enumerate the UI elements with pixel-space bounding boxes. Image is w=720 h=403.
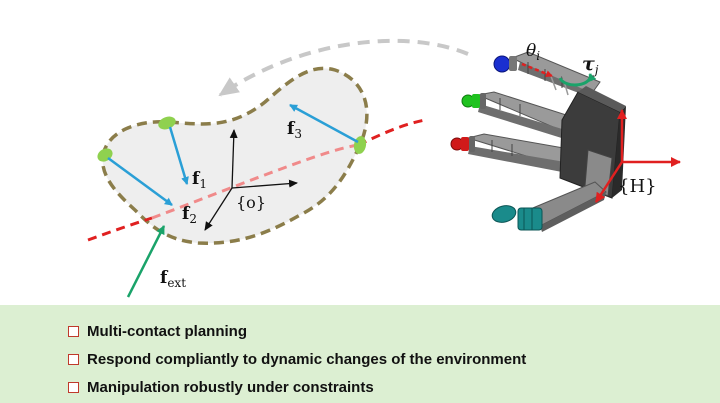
objective-item: Multi-contact planning (68, 317, 526, 345)
hand-frame-axis-z (594, 161, 624, 203)
label-object-frame: {o} (236, 193, 266, 212)
finger-middle (461, 91, 583, 140)
label-f1: f1 (192, 169, 207, 191)
object-shape (100, 66, 369, 245)
contact-patch-2 (158, 116, 176, 130)
force-arrow-fext (126, 225, 166, 298)
robot-hand (450, 51, 626, 232)
objective-item: Manipulation robustly under constraints (68, 373, 526, 401)
object-frame-axis-z (204, 187, 233, 231)
palm (559, 86, 626, 199)
label-hand-frame: {H} (618, 176, 657, 197)
checkbox-icon (68, 325, 79, 337)
object-frame-axis-x (231, 179, 298, 189)
objectives-panel: Multi-contact planning Respond compliant… (0, 305, 720, 403)
fingertip-thumb (491, 205, 517, 223)
trajectory-right (357, 118, 426, 147)
fingertip-index (493, 55, 511, 73)
checkbox-icon (68, 353, 79, 365)
trajectory-left (87, 216, 153, 242)
force-arrow-f3 (289, 103, 359, 144)
label-theta: θi (526, 41, 540, 63)
objective-text: Respond compliantly to dynamic changes o… (87, 350, 527, 368)
label-tau: τj (582, 53, 599, 77)
trajectory-inside (151, 143, 359, 220)
checkbox-icon (68, 381, 79, 393)
manipulation-diagram: f1 f2 f3 fext {o} (87, 38, 681, 298)
object-frame-axis-y (229, 129, 238, 189)
finger-ring (450, 133, 576, 172)
finger-thumb (491, 181, 607, 232)
label-f3: f3 (287, 119, 302, 141)
torque-arrow (558, 73, 597, 87)
label-f2: f2 (182, 204, 197, 226)
objective-text: Multi-contact planning (87, 322, 247, 340)
theta-arrow (521, 62, 553, 78)
label-fext: fext (160, 268, 186, 290)
motion-arrow (218, 38, 469, 97)
force-arrow-f1 (168, 126, 189, 185)
objective-text: Manipulation robustly under constraints (87, 378, 374, 396)
force-arrow-f2 (107, 156, 173, 207)
objectives-list: Multi-contact planning Respond compliant… (68, 317, 526, 401)
objective-item: Respond compliantly to dynamic changes o… (68, 345, 526, 373)
